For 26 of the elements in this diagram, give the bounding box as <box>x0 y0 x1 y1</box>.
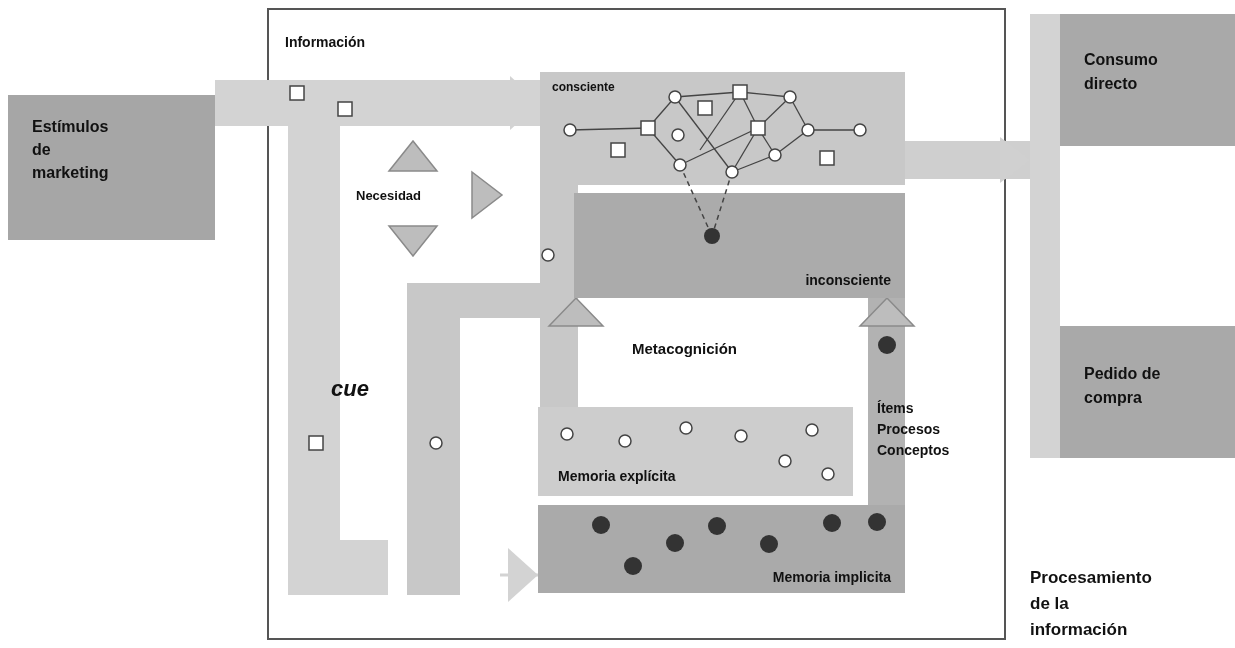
memory-area <box>538 505 905 593</box>
heading: cue <box>331 376 369 402</box>
heading: Información <box>285 34 366 50</box>
flow-arrow <box>215 76 540 130</box>
flow-arrow <box>500 548 538 602</box>
memory-area <box>538 407 853 496</box>
outcome-box <box>1058 326 1235 458</box>
node-label: Consumo directo <box>1084 50 1159 94</box>
outcome-box <box>1058 14 1235 146</box>
node-label: Memoria implicita <box>772 569 891 585</box>
node-label: inconsciente <box>805 272 891 288</box>
stimulus-box <box>8 95 215 240</box>
list-item: Conceptos <box>877 442 950 458</box>
list-item: Ítems <box>877 400 914 416</box>
node-label: Pedido de compra <box>1084 364 1162 408</box>
connector-bar <box>1030 14 1060 458</box>
heading: Necesidad <box>356 188 422 203</box>
flow-arrow <box>905 137 1030 183</box>
node-label: Estímulos de marketing <box>32 117 110 183</box>
list-item: Procesos <box>877 421 941 437</box>
unconscious-area <box>574 193 905 298</box>
heading: Metacognición <box>632 340 737 357</box>
node-label: Memoria explícita <box>558 468 676 484</box>
caption: Procesamiento de la información <box>1030 567 1153 641</box>
node-label: consciente <box>552 80 615 94</box>
conscious-area <box>540 72 905 185</box>
